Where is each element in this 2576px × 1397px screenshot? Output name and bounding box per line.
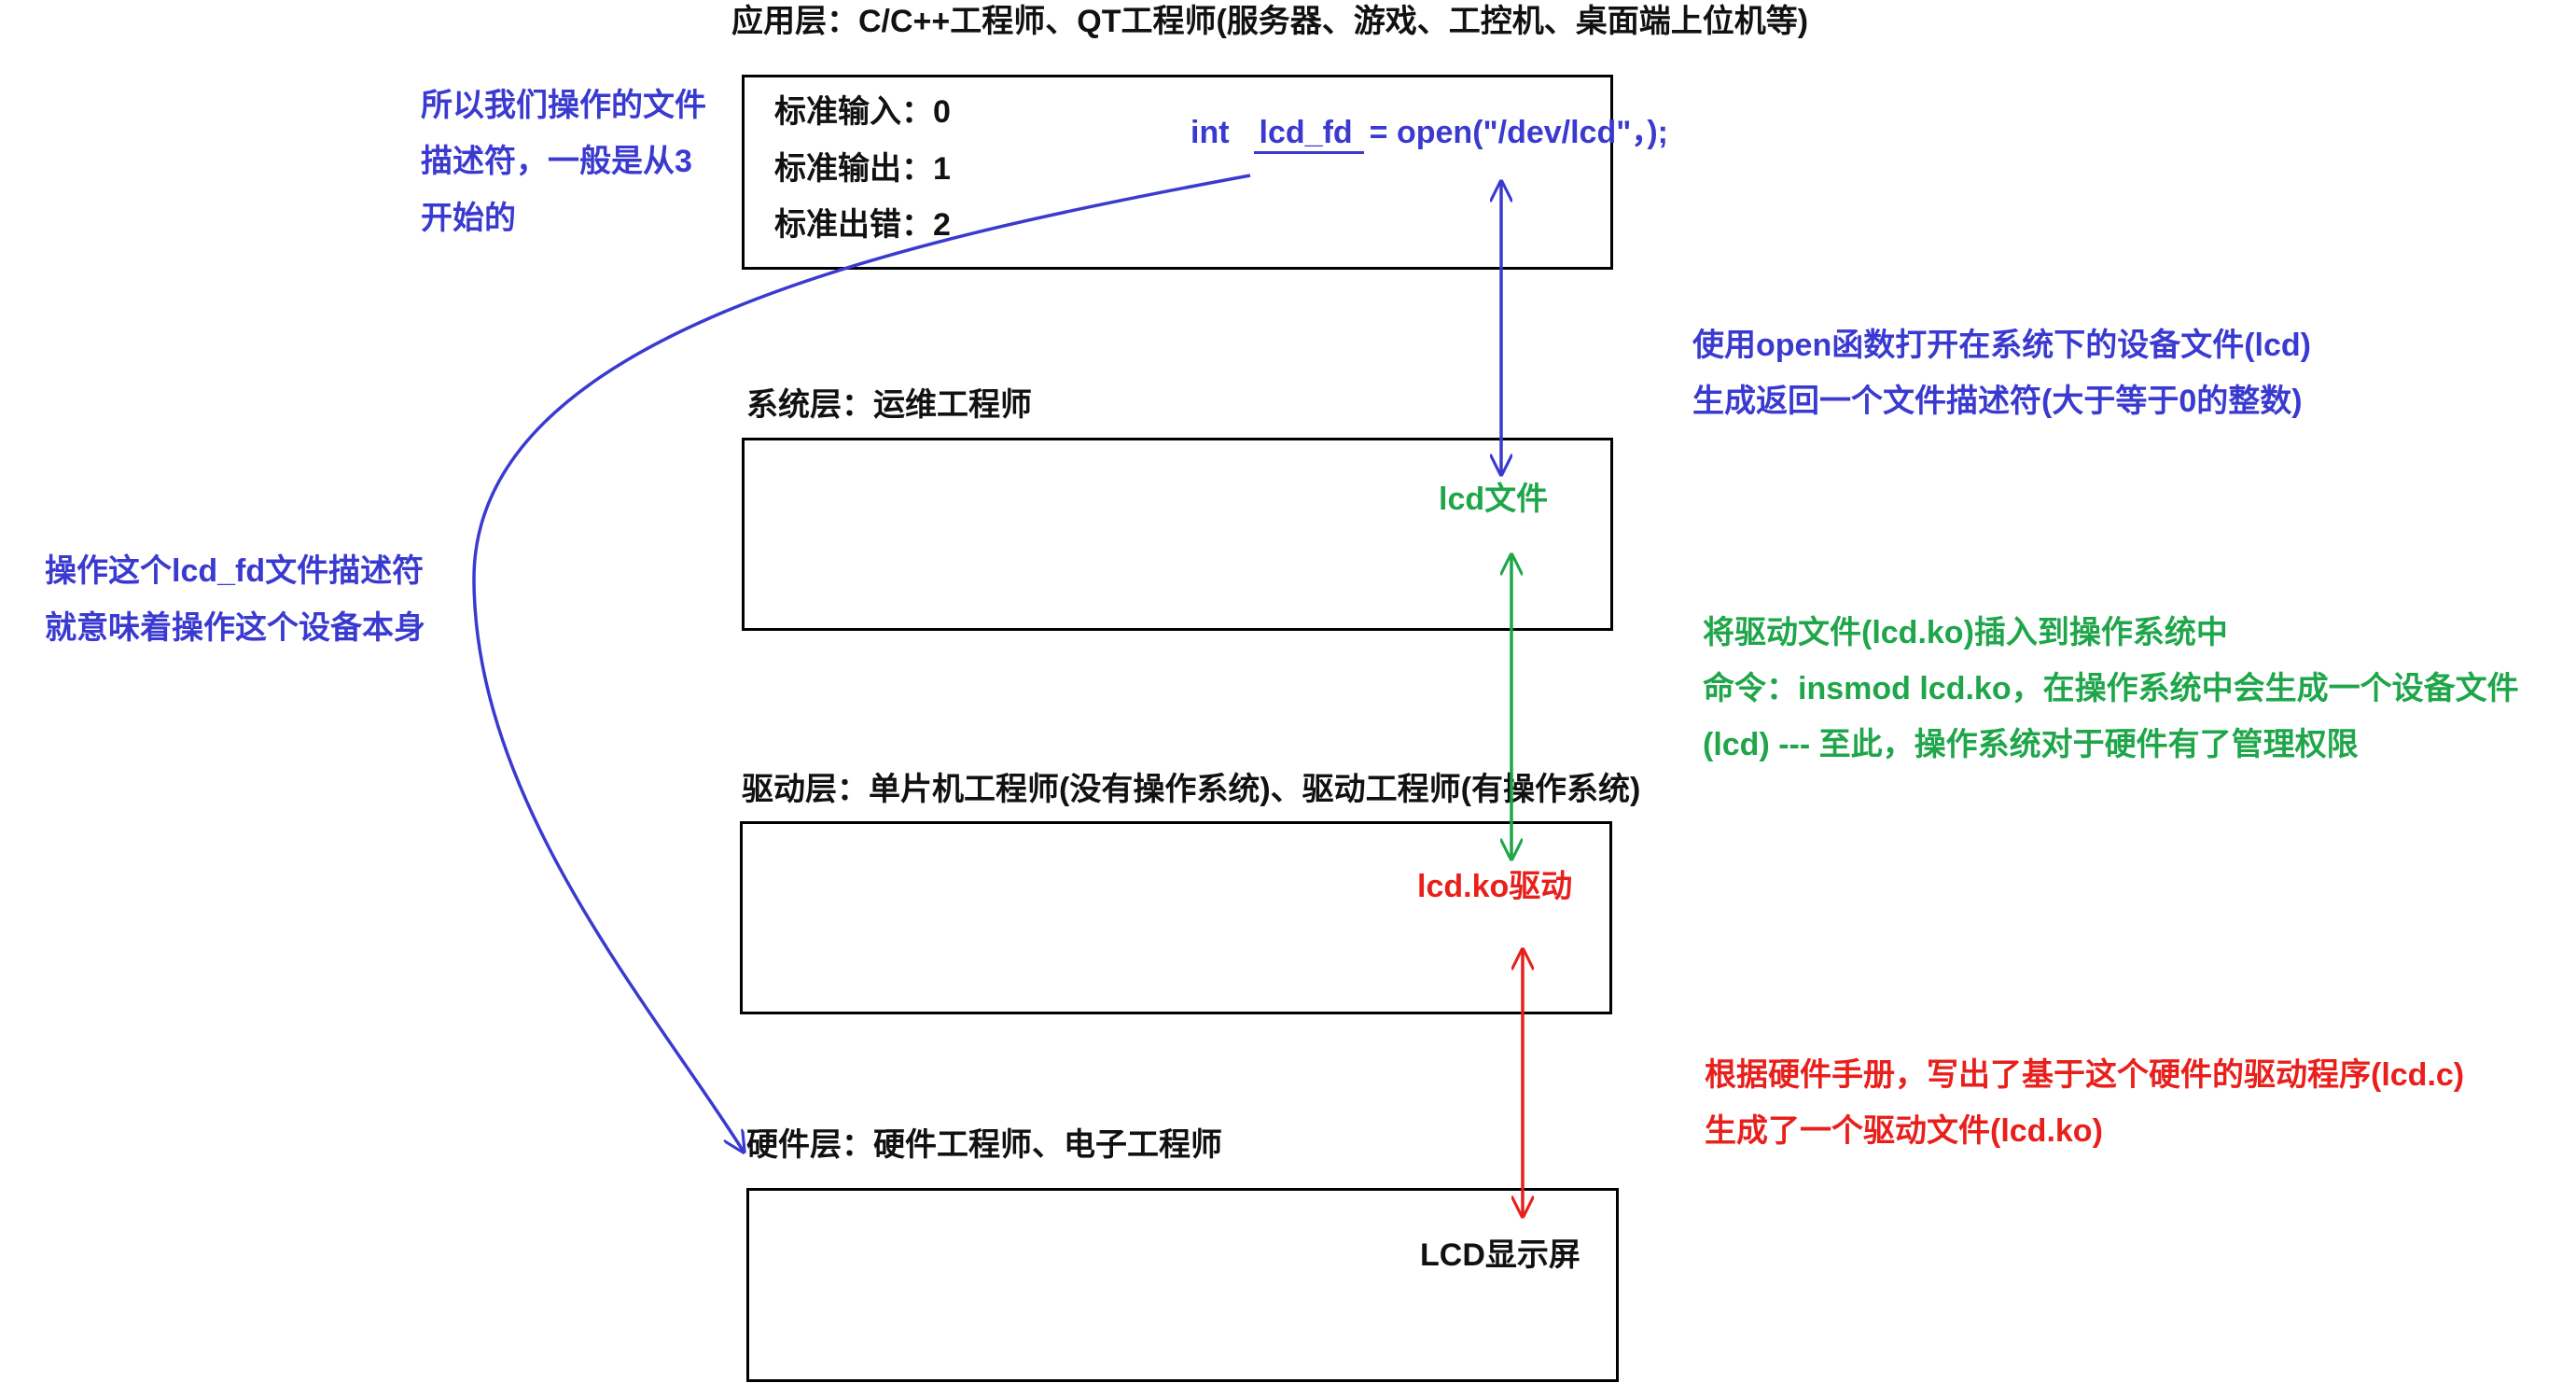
- stderr-label: 标准出错：2: [774, 207, 951, 243]
- open-call-code: int lcd_fd= open("/dev/lcd"，);: [1191, 114, 1668, 154]
- lcd-ko-driver-node: lcd.ko驱动: [1417, 869, 1573, 904]
- system-layer-box: [742, 438, 1613, 631]
- code-open-call: = open("/dev/lcd"，);: [1369, 115, 1668, 150]
- code-type: int: [1191, 115, 1230, 150]
- lcd-device-file-node: lcd文件: [1439, 482, 1549, 517]
- driver-build-note-line-1: 根据硬件手册，写出了基于这个硬件的驱动程序(lcd.c): [1705, 1057, 2465, 1093]
- driver-layer-box: [740, 821, 1612, 1014]
- system-layer-label: 系统层：运维工程师: [746, 387, 1032, 423]
- hardware-layer-box: [746, 1188, 1619, 1382]
- fd-start-note-line-3: 开始的: [421, 201, 516, 236]
- code-fd-name: lcd_fd: [1253, 116, 1364, 154]
- fd-device-note-line-1: 操作这个lcd_fd文件描述符: [45, 553, 425, 589]
- open-call-note-line-2: 生成返回一个文件描述符(大于等于0的整数): [1692, 384, 2303, 419]
- hardware-layer-label: 硬件层：硬件工程师、电子工程师: [746, 1127, 1222, 1163]
- application-layer-label: 应用层：C/C++工程师、QT工程师(服务器、游戏、工控机、桌面端上位机等): [731, 4, 1809, 39]
- open-call-note-line-1: 使用open函数打开在系统下的设备文件(lcd): [1692, 328, 2311, 363]
- insmod-note-line-1: 将驱动文件(lcd.ko)插入到操作系统中: [1703, 615, 2228, 650]
- fd-device-note-line-2: 就意味着操作这个设备本身: [45, 610, 425, 646]
- lcd-screen-node: LCD显示屏: [1420, 1237, 1580, 1273]
- driver-layer-label: 驱动层：单片机工程师(没有操作系统)、驱动工程师(有操作系统): [742, 772, 1641, 807]
- fd-start-note-line-2: 描述符，一般是从3: [421, 144, 692, 179]
- insmod-note-line-2: 命令：insmod lcd.ko，在操作系统中会生成一个设备文件: [1703, 671, 2519, 706]
- fd-start-note-line-1: 所以我们操作的文件: [421, 88, 706, 123]
- insmod-note-line-3: (lcd) --- 至此，操作系统对于硬件有了管理权限: [1703, 727, 2359, 762]
- stdout-label: 标准输出：1: [774, 151, 951, 187]
- stdin-label: 标准输入：0: [774, 94, 951, 130]
- driver-build-note-line-2: 生成了一个驱动文件(lcd.ko): [1705, 1113, 2103, 1149]
